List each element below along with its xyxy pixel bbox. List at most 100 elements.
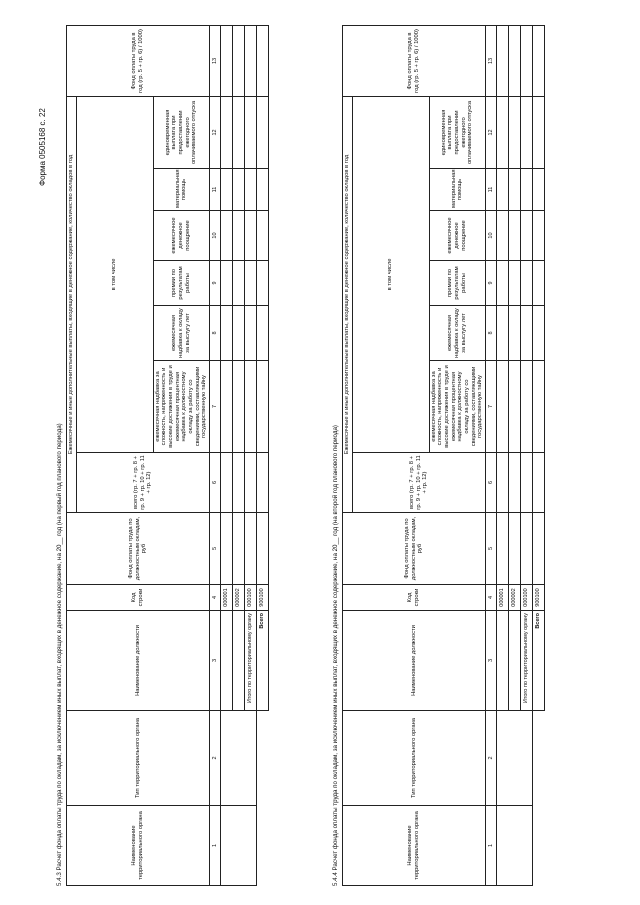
cell-empty bbox=[220, 710, 257, 806]
column-number: 13 bbox=[209, 25, 221, 97]
header-seniority-bonus: ежемесячная надбавка к окладу за выслугу… bbox=[153, 305, 210, 361]
cell-empty bbox=[256, 360, 269, 453]
header-vacation-payment: единовременная выплата при предоставлени… bbox=[153, 96, 210, 169]
section-title-first-year: 5.4.3 Расчет фонда оплаты труда по оклад… bbox=[56, 423, 63, 886]
cell-empty bbox=[520, 305, 533, 361]
cell-empty bbox=[256, 96, 269, 169]
column-number: 2 bbox=[485, 710, 497, 806]
column-number: 4 bbox=[485, 584, 497, 611]
cell-empty bbox=[256, 452, 269, 513]
cell-empty bbox=[232, 305, 245, 361]
subtotal-label: Итого по территориальному органу bbox=[520, 610, 533, 711]
header-additional-payments-group: Ежемесячные и иные дополнительные выплат… bbox=[342, 96, 353, 513]
cell-empty bbox=[496, 610, 509, 711]
column-number: 3 bbox=[485, 610, 497, 711]
cell-empty bbox=[508, 610, 521, 711]
header-additional-payments-group: Ежемесячные и иные дополнительные выплат… bbox=[66, 96, 77, 513]
cell-empty bbox=[220, 260, 233, 306]
cell-empty bbox=[256, 305, 269, 361]
cell-empty bbox=[220, 805, 257, 886]
column-number: 10 bbox=[485, 210, 497, 261]
header-salary-fund: Фонд оплаты труда по должностным окладам… bbox=[66, 512, 210, 585]
cell-empty bbox=[496, 25, 509, 97]
form-code: Форма 0505168 с. 22 bbox=[38, 108, 47, 186]
header-row-code: Код строки bbox=[342, 584, 486, 611]
column-number: 9 bbox=[485, 260, 497, 306]
header-row-code: Код строки bbox=[66, 584, 210, 611]
row-code: 000100 bbox=[244, 584, 257, 611]
cell-empty bbox=[244, 168, 257, 211]
column-number: 2 bbox=[209, 710, 221, 806]
cell-empty bbox=[532, 260, 545, 306]
cell-empty bbox=[220, 25, 233, 97]
cell-empty bbox=[220, 610, 233, 711]
table-row-total: Всего 900100 bbox=[256, 25, 269, 885]
cell-empty bbox=[220, 452, 233, 513]
header-material-aid: материальная помощь bbox=[153, 168, 210, 211]
column-number: 6 bbox=[209, 452, 221, 513]
column-number: 7 bbox=[209, 360, 221, 453]
cell-empty bbox=[496, 512, 509, 585]
cell-empty bbox=[496, 360, 509, 453]
cell-empty bbox=[232, 168, 245, 211]
header-position-name: Наименование должности bbox=[66, 610, 210, 711]
cell-empty bbox=[220, 512, 233, 585]
header-annual-fund: Фонд оплаты труда в год (гр. 5 + гр. 6) … bbox=[342, 25, 486, 97]
cell-empty bbox=[244, 210, 257, 261]
cell-empty bbox=[220, 96, 233, 169]
cell-empty bbox=[520, 452, 533, 513]
cell-empty bbox=[508, 360, 521, 453]
cell-empty bbox=[256, 260, 269, 306]
cell-empty bbox=[232, 610, 245, 711]
header-material-aid: материальная помощь bbox=[429, 168, 486, 211]
header-total-payments: всего (гр. 7 + гр. 8 + гр. 9 + гр. 10 + … bbox=[76, 452, 210, 513]
column-number: 8 bbox=[209, 305, 221, 361]
header-performance-bonus: премии по результатам работы bbox=[429, 260, 486, 306]
cell-empty bbox=[532, 96, 545, 169]
cell-empty bbox=[244, 305, 257, 361]
column-number: 6 bbox=[485, 452, 497, 513]
cell-empty bbox=[520, 360, 533, 453]
cell-empty bbox=[532, 360, 545, 453]
cell-empty bbox=[520, 25, 533, 97]
cell-empty bbox=[220, 360, 233, 453]
cell-empty bbox=[532, 452, 545, 513]
table-row-total: Всего 900100 bbox=[532, 25, 545, 886]
cell-empty bbox=[508, 168, 521, 211]
header-complexity-bonus: ежемесячная надбавка за сложность, напря… bbox=[429, 360, 486, 453]
cell-empty bbox=[256, 168, 269, 211]
column-number: 9 bbox=[209, 260, 221, 306]
cell-empty bbox=[520, 210, 533, 261]
fot-table-second-year: Наименование территориального органа Тип… bbox=[342, 25, 545, 886]
column-number: 5 bbox=[209, 512, 221, 585]
row-code: 000001 bbox=[220, 584, 233, 611]
cell-empty bbox=[533, 711, 545, 886]
header-annual-fund: Фонд оплаты труда в год (гр. 5 + гр. 6) … bbox=[66, 25, 210, 97]
column-number: 8 bbox=[485, 305, 497, 361]
cell-empty bbox=[532, 25, 545, 97]
fot-table-first-year: Наименование территориального органа Тип… bbox=[66, 25, 269, 886]
cell-empty bbox=[256, 512, 269, 585]
header-territorial-organ-type: Тип территориального органа bbox=[342, 710, 486, 806]
row-code: 000001 bbox=[496, 584, 509, 611]
header-territorial-organ-type: Тип территориального органа bbox=[66, 710, 210, 806]
cell-empty bbox=[220, 168, 233, 211]
row-code: 900100 bbox=[256, 584, 269, 611]
section-title-second-year: 5.4.4 Расчет фонда оплаты труда по оклад… bbox=[332, 425, 339, 886]
total-label: Всего bbox=[256, 610, 269, 711]
cell-empty bbox=[244, 96, 257, 169]
header-seniority-bonus: ежемесячная надбавка к окладу за выслугу… bbox=[429, 305, 486, 361]
column-number: 1 bbox=[209, 805, 221, 886]
header-monthly-incentive: ежемесячное денежное поощрение bbox=[429, 210, 486, 261]
row-code: 000002 bbox=[508, 584, 521, 611]
header-position-name: Наименование должности bbox=[342, 610, 486, 711]
cell-empty bbox=[244, 360, 257, 453]
cell-empty bbox=[520, 96, 533, 169]
header-territorial-organ-name: Наименование территориального органа bbox=[66, 805, 210, 886]
cell-empty bbox=[232, 25, 245, 97]
table-row: 000001 bbox=[496, 25, 533, 886]
column-number: 13 bbox=[485, 25, 497, 97]
cell-empty bbox=[496, 96, 509, 169]
column-number: 10 bbox=[209, 210, 221, 261]
column-number: 12 bbox=[485, 96, 497, 169]
